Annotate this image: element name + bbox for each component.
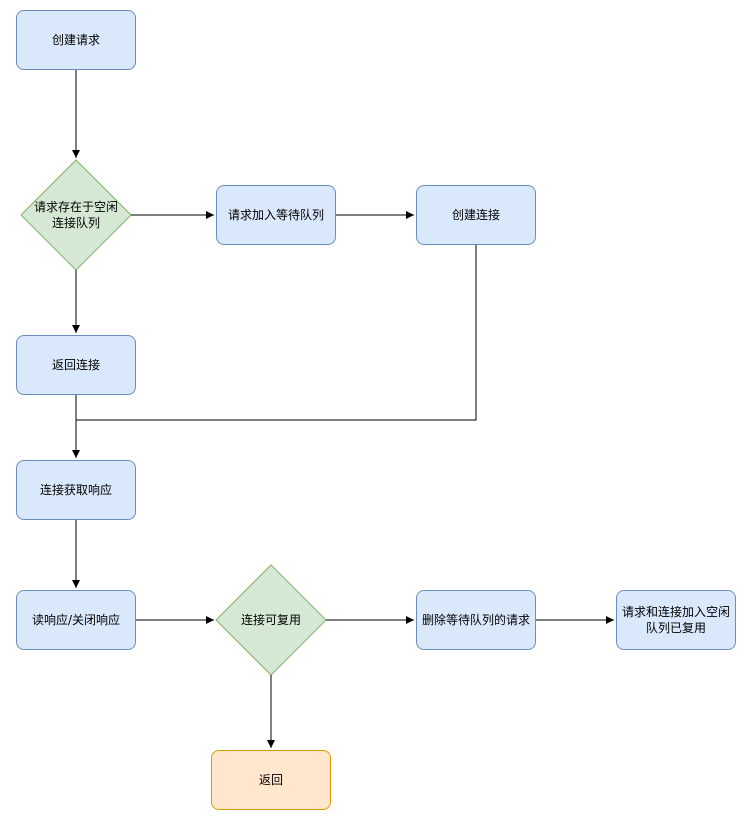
node-delete-waiting-request-label: 删除等待队列的请求 bbox=[421, 613, 530, 627]
node-add-to-wait-queue: 请求加入等待队列 bbox=[216, 185, 336, 245]
node-return: 返回 bbox=[211, 750, 331, 810]
node-return-connection-label: 返回连接 bbox=[51, 358, 100, 372]
node-connection-get-response: 连接获取响应 bbox=[16, 460, 136, 520]
node-return-label: 返回 bbox=[258, 773, 283, 787]
node-connection-reusable: 连接可复用 bbox=[221, 600, 321, 640]
node-create-connection-label: 创建连接 bbox=[451, 208, 500, 222]
edge-create-connection-to-get-response bbox=[76, 245, 477, 421]
node-request-in-idle-queue-label: 请求存在于空闲 连接队列 bbox=[33, 200, 118, 230]
node-create-connection: 创建连接 bbox=[416, 185, 536, 245]
node-create-request-label: 创建请求 bbox=[51, 33, 100, 47]
node-read-close-response: 读响应/关闭响应 bbox=[16, 590, 136, 650]
node-connection-reusable-label: 连接可复用 bbox=[240, 613, 301, 627]
node-create-request: 创建请求 bbox=[16, 10, 136, 70]
node-return-connection: 返回连接 bbox=[16, 335, 136, 395]
node-add-to-idle-queue-reused: 请求和连接加入空闲 队列已复用 bbox=[616, 590, 736, 650]
node-request-in-idle-queue: 请求存在于空闲 连接队列 bbox=[26, 195, 126, 235]
node-add-to-wait-queue-label: 请求加入等待队列 bbox=[227, 208, 324, 222]
node-read-close-response-label: 读响应/关闭响应 bbox=[31, 613, 121, 627]
node-connection-get-response-label: 连接获取响应 bbox=[39, 483, 112, 497]
node-add-to-idle-queue-reused-label: 请求和连接加入空闲 队列已复用 bbox=[621, 605, 730, 635]
node-delete-waiting-request: 删除等待队列的请求 bbox=[416, 590, 536, 650]
